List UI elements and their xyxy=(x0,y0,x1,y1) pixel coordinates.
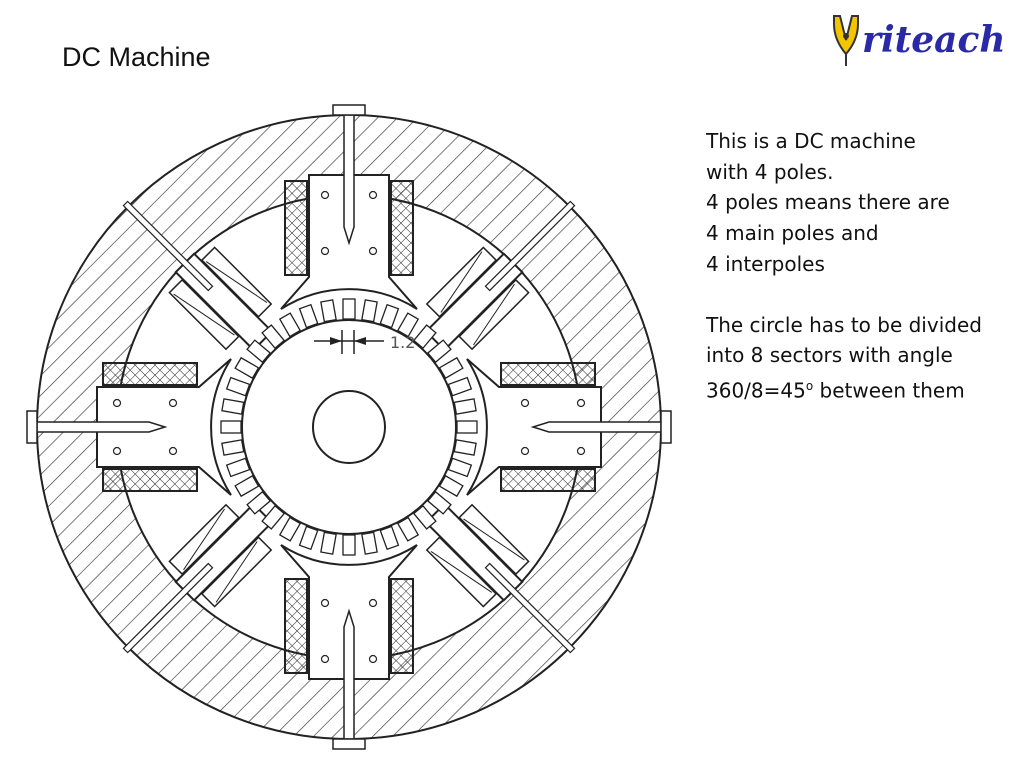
pen-nib-icon xyxy=(833,15,859,66)
main-pole xyxy=(466,358,672,496)
field-coil xyxy=(284,180,308,276)
armature-slot xyxy=(453,398,477,415)
armature-slot xyxy=(320,299,337,323)
main-pole xyxy=(280,544,418,750)
bolt-head xyxy=(332,738,366,750)
interpole-bolt xyxy=(122,562,214,654)
interpoles xyxy=(122,200,576,654)
armature-slot xyxy=(361,531,378,555)
desc-line: 4 interpoles xyxy=(706,251,825,276)
pole-bolt xyxy=(343,608,355,740)
writeach-logo: riteach xyxy=(833,15,1006,66)
main-pole xyxy=(280,104,418,310)
bolt-hole xyxy=(112,398,122,408)
desc-line: 4 main poles and xyxy=(706,221,879,246)
field-coil xyxy=(102,362,198,386)
desc-line: into 8 sectors with angle xyxy=(706,343,953,368)
dc-machine-diagram: 1.2 xyxy=(26,104,672,750)
armature-slot xyxy=(456,420,478,434)
armature-slot xyxy=(453,439,477,456)
main-poles xyxy=(26,104,672,750)
interpole xyxy=(122,200,274,352)
dimension-marker: 1.2 xyxy=(314,330,415,354)
bolt-hole xyxy=(520,446,530,456)
armature-slot xyxy=(298,303,319,329)
bolt-head xyxy=(660,410,672,444)
field-coil xyxy=(500,362,596,386)
bolt-hole xyxy=(368,654,378,664)
field-coil xyxy=(102,468,198,492)
dimension-label: 1.2 xyxy=(390,333,415,352)
armature-slot xyxy=(379,525,400,551)
armature-slot xyxy=(379,303,400,329)
field-coil xyxy=(500,468,596,492)
armature-teeth xyxy=(220,298,478,556)
bolt-head xyxy=(332,104,366,116)
main-pole xyxy=(26,358,232,496)
armature-slot xyxy=(298,525,319,551)
armature-slot xyxy=(396,516,420,542)
shaft xyxy=(312,390,386,464)
bolt-hole xyxy=(112,446,122,456)
slide-title: DC Machine xyxy=(62,42,211,72)
interpole-bolt xyxy=(122,200,214,292)
pole-bolt xyxy=(530,421,662,433)
bolt-hole xyxy=(168,446,178,456)
interpole-bolt xyxy=(484,200,576,292)
armature-slot xyxy=(342,298,356,320)
armature-slot xyxy=(278,516,302,542)
field-coil xyxy=(390,180,414,276)
bolt-hole xyxy=(520,398,530,408)
bolt-hole xyxy=(320,598,330,608)
bolt-hole xyxy=(576,446,586,456)
bolt-hole xyxy=(320,654,330,664)
bolt-head xyxy=(26,410,38,444)
bolt-hole xyxy=(320,246,330,256)
bolt-hole xyxy=(368,598,378,608)
bolt-hole xyxy=(320,190,330,200)
armature-slot xyxy=(220,420,242,434)
pole-bolt xyxy=(343,114,355,246)
interpole xyxy=(424,502,576,654)
interpole xyxy=(424,200,576,352)
bolt-hole xyxy=(576,398,586,408)
desc-line: This is a DC machine xyxy=(706,129,916,153)
bolt-hole xyxy=(168,398,178,408)
field-coil xyxy=(390,578,414,674)
armature-slot xyxy=(221,398,245,415)
interpole xyxy=(122,502,274,654)
field-coil xyxy=(284,578,308,674)
desc-line: 4 poles means there are xyxy=(706,190,950,215)
armature-slot xyxy=(447,457,473,478)
desc-line: with 4 poles. xyxy=(706,159,834,184)
bolt-hole xyxy=(368,190,378,200)
pole-bolt xyxy=(36,421,168,433)
armature-slot xyxy=(447,376,473,397)
armature-slot xyxy=(361,299,378,323)
armature-slot xyxy=(221,439,245,456)
armature-slot xyxy=(320,531,337,555)
svg-text:riteach: riteach xyxy=(862,19,1006,61)
desc-line: The circle has to be divided xyxy=(706,312,982,337)
desc-line-angle: 360/8=45o between them xyxy=(706,378,965,403)
interpole-bolt xyxy=(484,562,576,654)
description-text: This is a DC machine with 4 poles. 4 pol… xyxy=(706,126,1006,406)
bolt-hole xyxy=(368,246,378,256)
armature-slot xyxy=(342,534,356,556)
